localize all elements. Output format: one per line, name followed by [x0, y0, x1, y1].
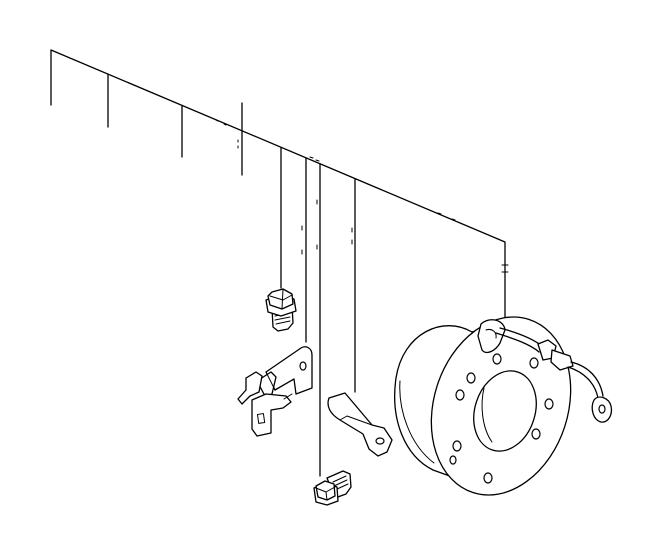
coil-center-bore	[473, 370, 537, 452]
upper-flange-bolt	[265, 288, 297, 332]
main-leader-line	[50, 49, 506, 319]
leader-ticks	[215, 119, 509, 273]
stay-bracket	[327, 392, 393, 457]
lower-flange-bolt	[313, 470, 352, 506]
coil-mounting-holes	[449, 353, 554, 484]
leader-lines	[50, 49, 509, 477]
magnet-clutch-coil	[394, 316, 572, 496]
wire-harness-bracket	[237, 346, 313, 437]
coil-wire-clip	[477, 319, 506, 354]
lead-wire-with-connector	[495, 327, 613, 423]
